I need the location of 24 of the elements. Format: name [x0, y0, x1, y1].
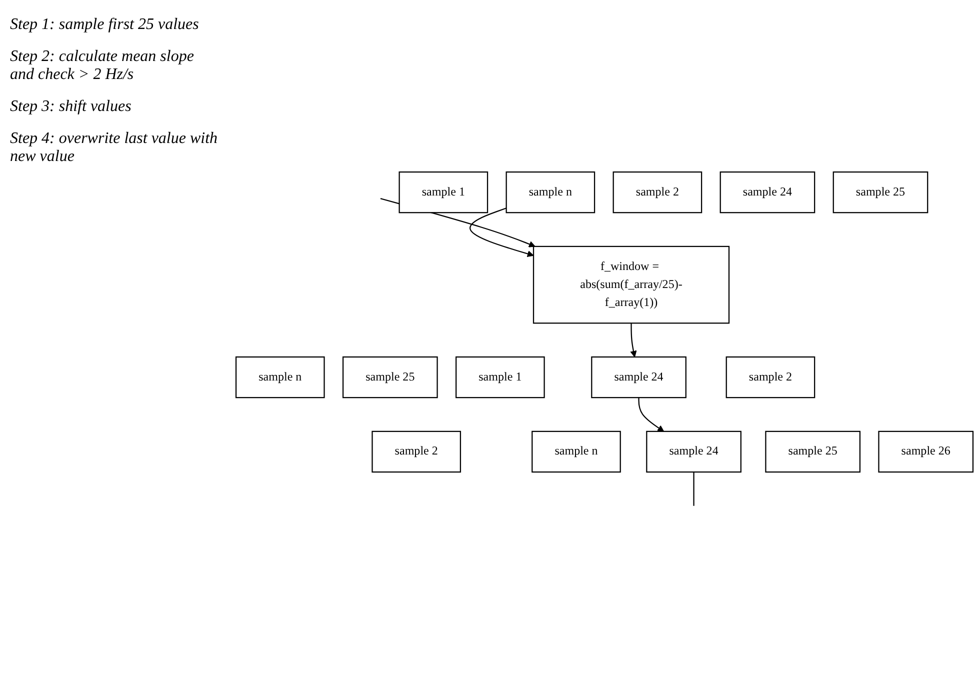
step-caption: Step 4: overwrite last value with new value	[10, 130, 219, 166]
node-box: sample 24	[646, 430, 742, 472]
step-caption: Step 1: sample first 25 values	[10, 16, 200, 34]
node-box: sample 24	[720, 171, 816, 213]
node-box: sample 1	[398, 171, 488, 213]
arrow	[638, 397, 664, 432]
node-box: sample n	[235, 356, 325, 398]
node-box: sample 1	[456, 356, 545, 398]
node-box: sample 2	[726, 356, 816, 398]
step-caption: Step 3: shift values	[10, 98, 132, 116]
node-box: sample 25	[765, 430, 861, 472]
node-box: sample 2	[612, 171, 702, 213]
node-box: sample 2	[372, 430, 462, 472]
node-box: sample n	[532, 430, 621, 472]
connector	[693, 472, 694, 506]
arrow	[470, 207, 534, 257]
node-box: sample 25	[342, 356, 438, 398]
node-box: sample n	[506, 171, 596, 213]
node-box: sample 26	[878, 430, 974, 472]
arrow	[630, 322, 637, 358]
node-box: sample 24	[591, 356, 686, 398]
node-box: f_window = abs(sum(f_array/25)-f_array(1))	[532, 246, 730, 324]
step-caption: Step 2: calculate mean slope and check > 2 Hz/s	[10, 48, 195, 84]
node-box: sample 25	[832, 171, 928, 213]
